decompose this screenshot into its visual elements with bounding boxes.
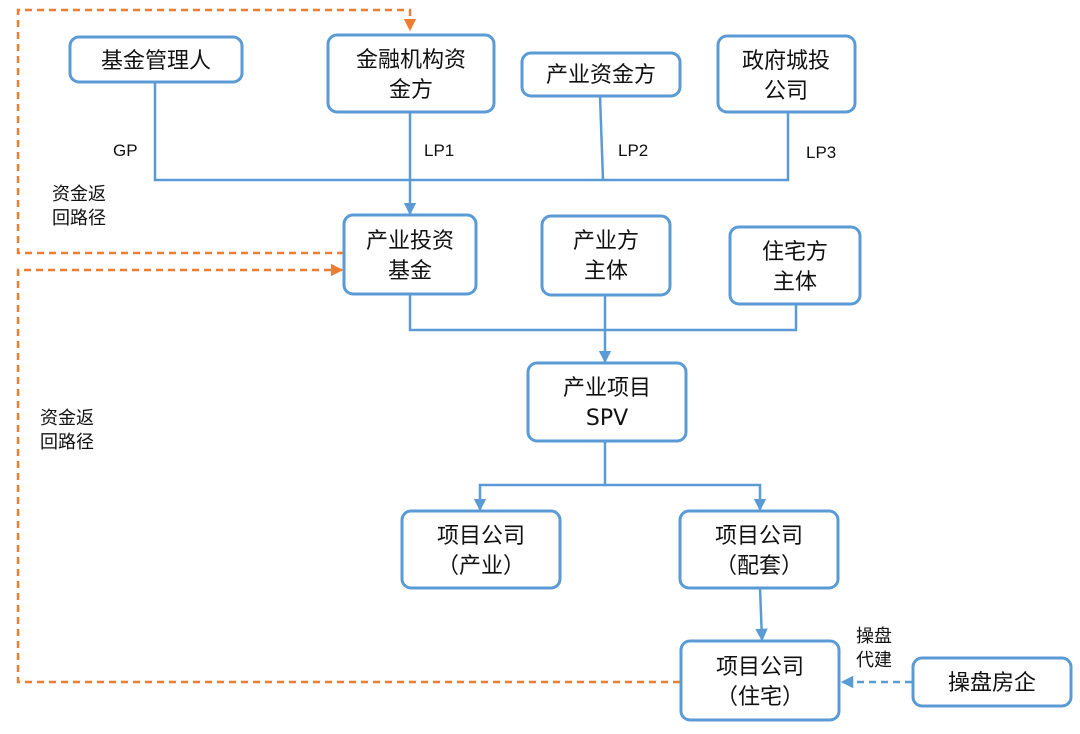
node-project-supporting: 项目公司 （配套）: [678, 509, 840, 590]
return-path-top: [16, 8, 417, 255]
node-label-line2: 公司: [764, 79, 808, 104]
node-industry-spv: 产业项目 SPV: [526, 361, 688, 443]
lp2-connector: [598, 95, 605, 181]
return-path-top-label-line2: 回路径: [52, 208, 106, 229]
node-label-line1: 项目公司: [437, 524, 525, 549]
node-label: 操盘房企: [948, 671, 1036, 696]
node-industry-fund: 产业投资 基金: [342, 213, 478, 296]
fund-to-spv-connector: [408, 294, 798, 332]
node-label-line1: 产业项目: [563, 376, 651, 401]
node-label-line2: （住宅）: [716, 685, 804, 710]
lp1-label: LP1: [424, 141, 454, 160]
return-path-bottom-label-line2: 回路径: [40, 432, 94, 453]
return-path-bottom: [16, 263, 680, 684]
node-project-residential: 项目公司 （住宅）: [679, 639, 841, 722]
node-label-line1: 项目公司: [716, 655, 804, 680]
node-label: 基金管理人: [101, 49, 211, 74]
node-label-line1: 金融机构资: [356, 48, 466, 73]
return-path-bottom-label-line1: 资金返: [40, 408, 94, 429]
node-label-line2: 主体: [773, 270, 817, 295]
spv-to-project-supporting-arrow: [605, 483, 767, 512]
node-label-line2: SPV: [586, 406, 628, 431]
node-label-line2: （配套）: [715, 554, 803, 579]
node-industry-party: 产业方 主体: [540, 214, 672, 297]
node-label-line1: 住宅方: [762, 240, 828, 265]
return-path-top-label-line1: 资金返: [52, 184, 106, 205]
node-residential-party: 住宅方 主体: [728, 225, 862, 306]
lp3-label: LP3: [806, 143, 836, 162]
operate-build-label-line1: 操盘: [856, 626, 892, 647]
node-gov-lgfv: 政府城投 公司: [716, 34, 857, 114]
node-label-line1: 产业方: [573, 229, 639, 254]
node-label-line2: 基金: [388, 259, 432, 284]
node-developer: 操盘房企: [911, 656, 1073, 708]
node-label-line1: 项目公司: [715, 524, 803, 549]
node-label-line2: （产业）: [437, 554, 525, 579]
node-label-line2: 主体: [584, 259, 628, 284]
node-project-industry: 项目公司 （产业）: [400, 509, 562, 590]
node-label-line1: 政府城投: [742, 49, 830, 74]
spv-to-project-industry-arrow: [473, 483, 605, 512]
node-fund-manager: 基金管理人: [68, 35, 244, 84]
gp-connector: [153, 82, 410, 182]
node-financial-institution: 金融机构资 金方: [326, 33, 496, 114]
supporting-to-residential-arrow: [755, 587, 768, 642]
operate-build-label-line2: 代建: [856, 650, 892, 671]
gp-label: GP: [113, 141, 138, 160]
node-label-line2: 金方: [389, 78, 433, 103]
lp2-label: LP2: [618, 141, 648, 160]
lp3-connector: [410, 112, 790, 182]
node-industry-capital: 产业资金方: [520, 51, 682, 98]
node-label-line1: 产业投资: [366, 229, 454, 254]
connectors: [16, 8, 912, 689]
node-label: 产业资金方: [546, 63, 656, 88]
